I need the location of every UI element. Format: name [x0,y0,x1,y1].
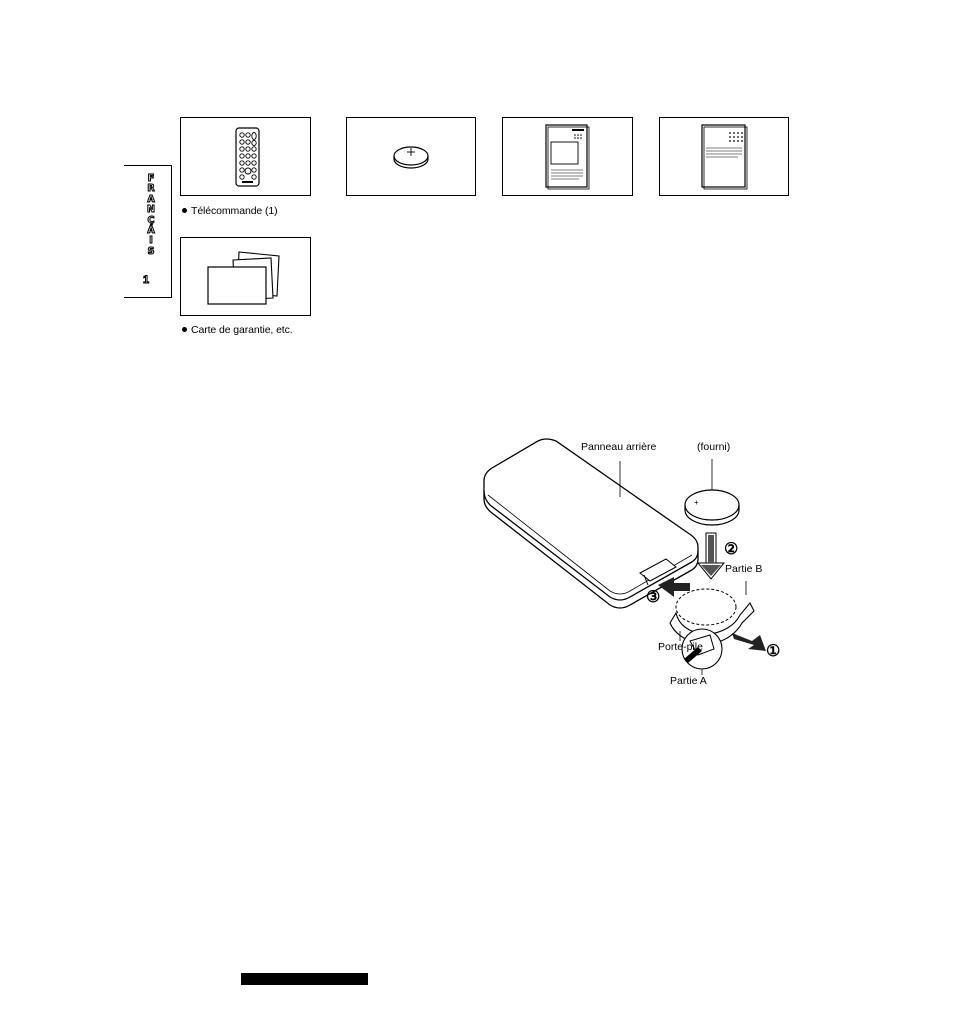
remote-control-image-box [180,117,311,196]
instruction-manual-image-box [502,117,633,196]
battery-holder-label: Porte-pile [658,641,703,653]
page-number: 1 [143,274,149,286]
warranty-cards-icon [181,238,312,317]
rear-panel-label: Panneau arrière [581,441,656,453]
step-1-marker: ① [766,641,780,661]
coin-battery-icon [347,118,477,197]
booklet-icon [660,118,790,197]
footer-bar [241,973,368,985]
step-2-marker: ② [724,539,738,559]
language-tab-letters: F R A N Ç A I S [144,174,158,257]
part-a-label: Partie A [670,675,707,687]
warranty-card-caption-text: Carte de garantie, etc. [191,324,293,336]
warranty-card-image-box [180,237,311,316]
bullet-icon [182,208,187,213]
battery-replacement-diagram: + Panneau arrière (fourni) Partie B Port… [470,435,800,705]
bullet-icon [182,327,187,332]
language-letter: S [148,247,155,257]
svg-text:+: + [694,498,699,507]
battery-image-box [346,117,476,196]
manual-booklet-icon [503,118,634,197]
language-side-tab: F R A N Ç A I S 1 [124,165,172,298]
remote-control-icon [181,118,312,197]
step-3-marker: ③ [646,587,660,607]
supplied-battery-label: (fourni) [697,441,730,453]
remote-control-caption: Télécommande (1) [182,205,278,217]
warranty-card-caption: Carte de garantie, etc. [182,324,293,336]
part-b-label: Partie B [725,563,762,575]
guarantee-booklet-image-box [659,117,789,196]
remote-control-caption-text: Télécommande (1) [191,205,278,217]
